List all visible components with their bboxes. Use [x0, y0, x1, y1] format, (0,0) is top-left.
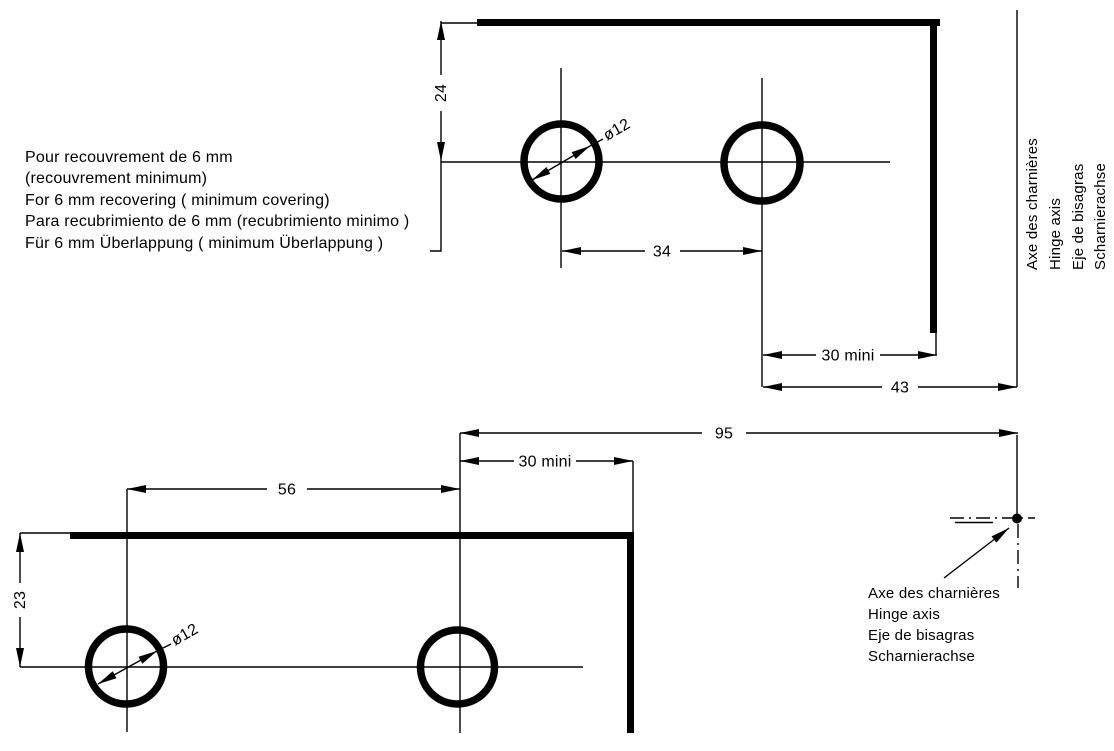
dim-43-label: 43	[891, 380, 909, 397]
note-line-de: Für 6 mm Überlappung ( minimum Überlappu…	[25, 234, 383, 252]
dim-95-label: 95	[715, 426, 733, 443]
axis-label-en: Hinge axis	[1047, 198, 1064, 270]
hinge-axis-dot	[1012, 513, 1022, 524]
dim-24-label: 24	[433, 84, 450, 102]
hinge-axis-labels: Axe des charnières Hinge axis Eje de bis…	[868, 585, 1000, 665]
note-line-en: For 6 mm recovering ( minimum covering)	[25, 192, 330, 209]
hinge-axis-detail	[943, 435, 1035, 588]
dim-34-label: 34	[653, 244, 671, 261]
dimension-95: 95	[460, 426, 1018, 443]
dim-23-label: 23	[12, 591, 29, 609]
hole-diameter-label: ø12	[601, 116, 634, 145]
leader-tail	[156, 643, 172, 652]
hinge-axis-labels-vertical: Axe des charnières Hinge axis Eje de bis…	[1024, 138, 1109, 270]
dimension-23: 23	[12, 532, 70, 667]
hole-circle-2	[720, 121, 804, 205]
leader-arrow-icon	[943, 527, 1010, 579]
top-view: 24 34 30 mini 43 ø12 A	[433, 10, 1109, 397]
dim-30-mini-label: 30 mini	[822, 348, 875, 365]
hole-circle-2	[416, 626, 499, 708]
axis-label-fr: Axe des charnières	[1024, 138, 1041, 270]
axis-label-de: Scharnierachse	[1092, 163, 1109, 270]
axis-label-es: Eje de bisagras	[868, 627, 974, 644]
notes-leader-line	[430, 161, 442, 252]
bottom-view: 95 30 mini 56 23 ø12	[12, 426, 1035, 733]
notes-block: Pour recouvrement de 6 mm (recouvrement …	[25, 149, 442, 252]
dimension-30-mini-top: 30 mini	[763, 333, 937, 365]
dimension-30-mini-bottom: 30 mini	[460, 454, 634, 532]
dimension-56: 56	[127, 482, 460, 499]
dimension-34: 34	[562, 244, 762, 261]
diameter-arrow-icon	[97, 650, 158, 685]
axis-label-es: Eje de bisagras	[1070, 164, 1087, 270]
dim-30-mini-label: 30 mini	[519, 454, 572, 471]
note-line-fr2: (recouvrement minimum)	[25, 170, 207, 187]
dimension-24: 24	[433, 21, 477, 161]
note-line-fr1: Pour recouvrement de 6 mm	[25, 149, 233, 166]
hole-circle-1	[84, 625, 168, 708]
axis-label-en: Hinge axis	[868, 606, 940, 623]
axis-label-de: Scharnierachse	[868, 648, 975, 665]
dimension-43: 43	[763, 380, 1017, 397]
leader-tail	[589, 138, 604, 147]
axis-label-fr: Axe des charnières	[868, 585, 1000, 602]
hole-diameter-label: ø12	[169, 621, 202, 650]
diameter-arrow-icon	[531, 145, 591, 181]
note-line-es: Para recubrimiento de 6 mm (recubrimient…	[25, 213, 409, 230]
dim-56-label: 56	[278, 482, 296, 499]
hole-circle-1	[520, 120, 603, 203]
